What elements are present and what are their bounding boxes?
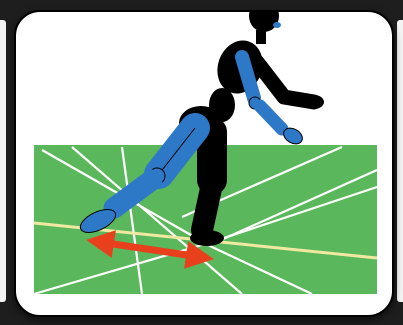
front-forearm [260, 106, 282, 129]
illustration-card [14, 10, 394, 317]
back-arm [257, 62, 314, 102]
back-hand [304, 95, 324, 109]
face-marker [273, 22, 281, 28]
neck [256, 30, 266, 44]
neighbor-card-edge-right [397, 20, 403, 302]
scene-svg [16, 12, 392, 315]
back-foot [190, 230, 224, 246]
back-shin [202, 184, 212, 230]
neighbor-card-edge-left [0, 20, 6, 302]
head [249, 12, 279, 32]
